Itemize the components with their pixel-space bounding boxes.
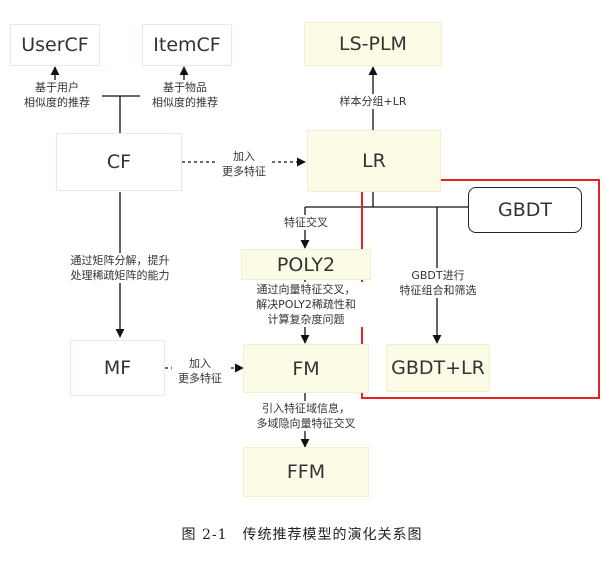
- node-gbdt: GBDT: [468, 187, 582, 233]
- node-itemcf: ItemCF: [142, 24, 232, 66]
- label-sample-grouping: 样本分组+LR: [323, 94, 423, 109]
- node-ffm: FFM: [243, 447, 369, 497]
- label-item-based: 基于物品相似度的推荐: [140, 80, 230, 110]
- node-mf: MF: [70, 340, 165, 396]
- label-cf-to-lr: 加入更多特征: [216, 149, 272, 179]
- label-fm-to-ffm: 引入特征域信息，多域隐向量特征交叉: [246, 401, 366, 431]
- label-poly2-to-fm: 通过向量特征交叉，解决POLY2稀疏性和计算复杂度问题: [246, 282, 366, 327]
- node-cf: CF: [56, 133, 182, 191]
- label-feature-cross: 特征交叉: [270, 215, 342, 230]
- label-gbdt-select: GBDT进行特征组合和筛选: [392, 268, 484, 298]
- node-fm: FM: [243, 344, 369, 393]
- label-matrix-factorization: 通过矩阵分解，提升处理稀疏矩阵的能力: [60, 253, 180, 283]
- node-poly2: POLY2: [241, 249, 371, 280]
- label-user-based: 基于用户相似度的推荐: [12, 80, 102, 110]
- label-mf-to-fm: 加入更多特征: [172, 356, 228, 386]
- node-gbdtlr: GBDT+LR: [386, 344, 490, 392]
- node-usercf: UserCF: [10, 24, 100, 66]
- figure-caption: 图 2-1 传统推荐模型的演化关系图: [181, 527, 423, 543]
- node-lsplm: LS-PLM: [304, 22, 442, 66]
- node-lr: LR: [307, 130, 441, 192]
